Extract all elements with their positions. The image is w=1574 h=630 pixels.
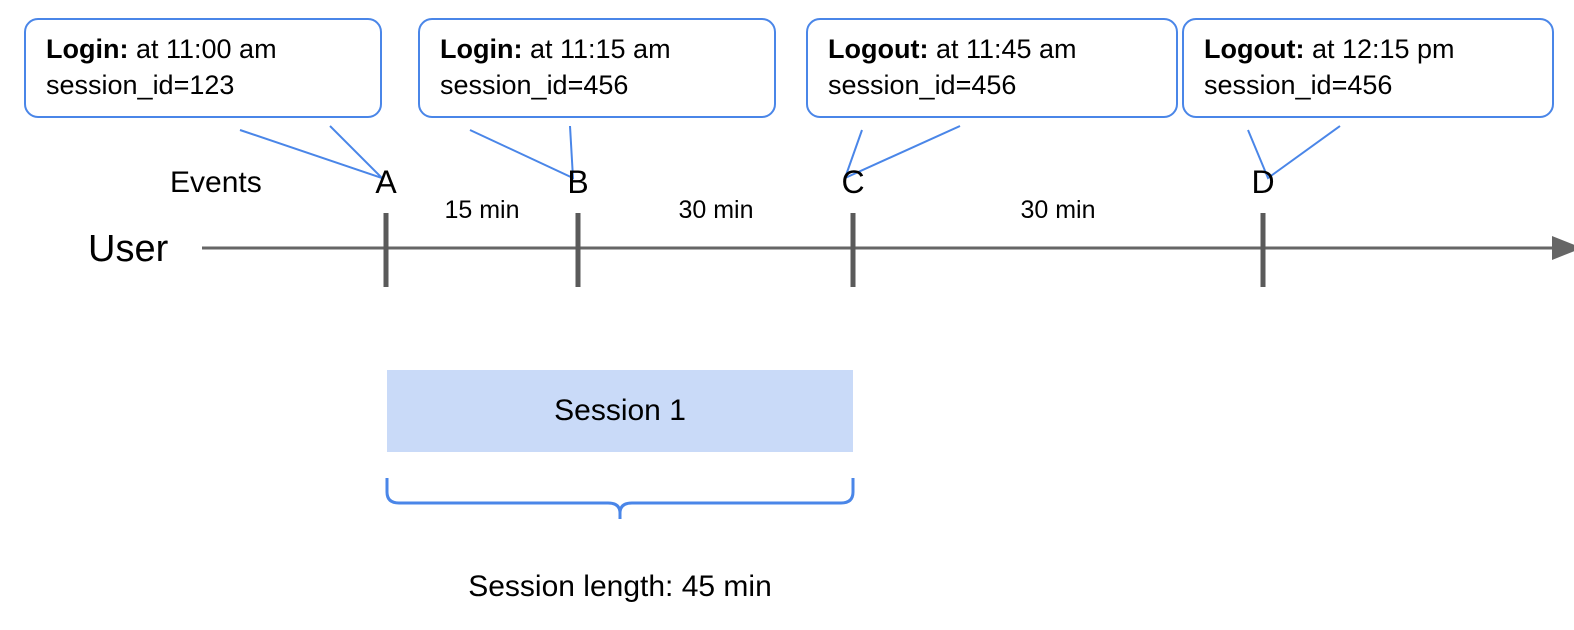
point-label-c: C — [841, 164, 865, 200]
callout-c-line1: Logout: at 11:45 am — [828, 32, 1160, 68]
callout-c-label: Logout: — [828, 34, 929, 64]
point-label-b: B — [567, 164, 589, 200]
callout-logout-c[interactable]: Logout: at 11:45 am session_id=456 — [806, 18, 1178, 118]
session-brace — [385, 478, 855, 519]
callout-login-a[interactable]: Login: at 11:00 am session_id=123 — [24, 18, 382, 118]
callout-d-line2: session_id=456 — [1204, 69, 1393, 100]
callout-c-detail: at 11:45 am — [928, 34, 1077, 64]
events-row-label: Events — [170, 166, 262, 199]
callout-b-line1: Login: at 11:15 am — [440, 32, 758, 68]
point-label-d: D — [1251, 164, 1275, 200]
callout-d-label: Logout: — [1204, 34, 1305, 64]
callout-a-line2: session_id=123 — [46, 69, 235, 100]
interval-label-cd: 30 min — [1020, 196, 1096, 224]
callout-a-line1: Login: at 11:00 am — [46, 32, 364, 68]
callout-c-line2: session_id=456 — [828, 69, 1017, 100]
callout-logout-d[interactable]: Logout: at 12:15 pm session_id=456 — [1182, 18, 1554, 118]
callout-b-label: Login: — [440, 34, 523, 64]
callout-a-label: Login: — [46, 34, 129, 64]
interval-label-ab: 15 min — [444, 196, 520, 224]
callout-login-b[interactable]: Login: at 11:15 am session_id=456 — [418, 18, 776, 118]
callout-b-detail: at 11:15 am — [522, 34, 671, 64]
callout-a-detail: at 11:00 am — [128, 34, 277, 64]
callout-b-line2: session_id=456 — [440, 69, 629, 100]
user-row-label: User — [88, 228, 169, 270]
interval-label-bc: 30 min — [678, 196, 754, 224]
callout-d-line1: Logout: at 12:15 pm — [1204, 32, 1536, 68]
session-bar-1[interactable]: Session 1 — [387, 370, 853, 452]
point-label-a: A — [375, 164, 397, 200]
session-bar-label: Session 1 — [554, 394, 686, 427]
session-length-label: Session length: 45 min — [468, 570, 772, 603]
callout-d-detail: at 12:15 pm — [1304, 34, 1455, 64]
